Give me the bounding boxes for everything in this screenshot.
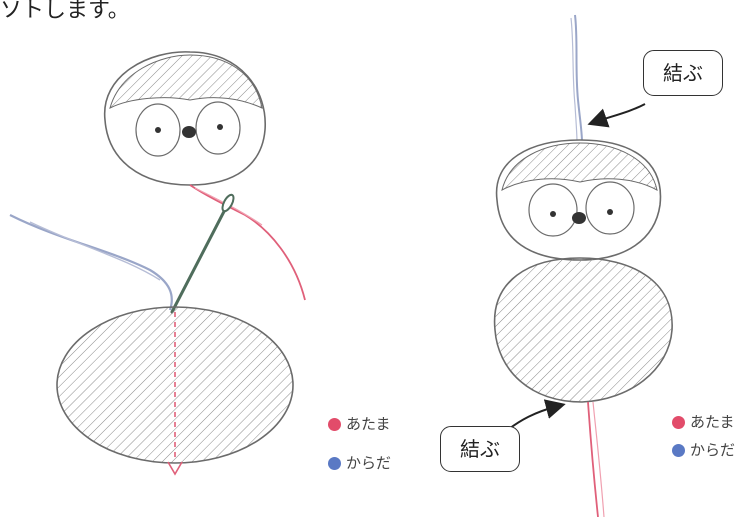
callout-top: 結ぶ: [643, 50, 723, 96]
right-legend-label-blue: からだ: [690, 441, 736, 459]
right-blue-thread-top-2: [570, 17, 578, 143]
left-blue-thread-2: [29, 221, 161, 281]
callout-bottom: 結ぶ: [440, 426, 520, 472]
left-penguin-body: [56, 306, 294, 476]
right-legend-label-red: あたま: [690, 413, 735, 431]
left-red-thread: [189, 184, 306, 301]
arrow-top: [587, 103, 646, 128]
right-legend-dot-red: [672, 416, 685, 429]
right-legend-dot-blue: [672, 444, 685, 457]
left-legend-dot-blue: [328, 457, 341, 470]
callout-top-label: 結ぶ: [663, 61, 703, 85]
left-penguin-head: [104, 51, 266, 186]
left-legend-dot-red: [328, 418, 341, 431]
right-red-thread-bottom-2: [592, 401, 605, 517]
left-blue-thread: [9, 214, 173, 311]
caption-fragment: ソトします。: [0, 0, 130, 23]
needle: [170, 193, 235, 314]
right-penguin-head: [495, 139, 662, 261]
right-blue-thread-top: [574, 14, 583, 143]
left-legend-label-red: あたま: [346, 415, 391, 433]
right-penguin-body: [493, 257, 673, 403]
left-legend-label-blue: からだ: [346, 454, 392, 472]
right-red-thread-bottom: [587, 401, 599, 517]
callout-bottom-label: 結ぶ: [460, 437, 500, 461]
